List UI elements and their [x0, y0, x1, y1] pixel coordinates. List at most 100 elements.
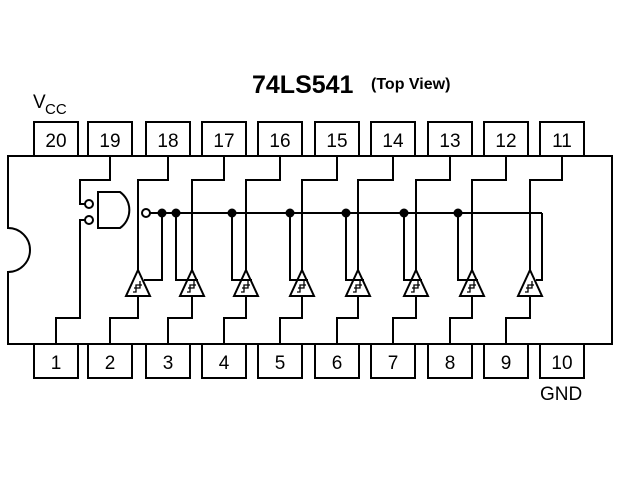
hysteresis-symbol [411, 281, 420, 293]
pin-number: 5 [275, 353, 286, 374]
hysteresis-symbol [467, 281, 476, 293]
pin-box [201, 343, 247, 379]
pin-box [370, 121, 416, 157]
enable-input-bubble-2 [84, 215, 94, 225]
output-trace [529, 156, 563, 270]
chip-view-label: (Top View) [371, 76, 450, 93]
pin-13: 13 [427, 121, 473, 157]
junction-dot [227, 208, 237, 218]
pin-box [257, 343, 303, 379]
pin-number: 15 [326, 131, 347, 152]
pin-18: 18 [145, 121, 191, 157]
pin19-trace [79, 156, 111, 205]
pin-number: 12 [495, 131, 516, 152]
junction-dot [157, 208, 167, 218]
hysteresis-symbol [133, 281, 142, 293]
enable-tap [457, 213, 478, 281]
pin-number: 18 [157, 131, 178, 152]
pin-box [483, 121, 529, 157]
hysteresis-symbol [241, 281, 250, 293]
pin-20: 20 [33, 121, 79, 157]
input-trace [449, 296, 473, 344]
enable-input-bubble-1 [84, 199, 94, 209]
output-trace [301, 156, 338, 270]
pin-box [145, 121, 191, 157]
output-trace [245, 156, 281, 270]
pin-box [539, 343, 585, 379]
pin-9: 9 [483, 343, 529, 379]
junction-dot [341, 208, 351, 218]
pin-number: 2 [105, 353, 116, 374]
buffer-triangle [402, 267, 430, 297]
pin-number: 10 [551, 353, 572, 374]
output-trace [191, 156, 225, 270]
buffer-7 [449, 156, 507, 344]
enable-tap [403, 213, 422, 281]
pin-box [314, 121, 360, 157]
top-pin-row: 20 19 18 17 16 15 14 13 12 11 [33, 121, 585, 157]
output-trace [137, 156, 169, 270]
enable-tap [289, 213, 308, 281]
input-trace [167, 296, 193, 344]
input-trace [223, 296, 247, 344]
hysteresis-symbol [525, 281, 534, 293]
buffer-3 [223, 156, 281, 344]
enable-tap [144, 213, 163, 281]
buffer-triangle [124, 267, 152, 297]
buffer-4 [279, 156, 338, 344]
chip-part-number: 74LS541 [252, 71, 354, 99]
junction-dot [453, 208, 463, 218]
junction-dot [399, 208, 409, 218]
input-trace [505, 296, 531, 344]
output-trace [357, 156, 394, 270]
enable-output-bubble [141, 208, 151, 218]
buffer-triangle [458, 267, 486, 297]
junction-dot [285, 208, 295, 218]
pin-box [201, 121, 247, 157]
pin-number: 19 [99, 131, 120, 152]
pin-box [314, 343, 360, 379]
pin-number: 20 [45, 131, 66, 152]
pin-3: 3 [145, 343, 191, 379]
vcc-label: V CC [33, 92, 67, 118]
output-trace [471, 156, 507, 270]
ic-body [7, 155, 613, 345]
pin-box [33, 121, 79, 157]
gnd-label: GND [540, 384, 582, 405]
pin-11: 11 [539, 121, 585, 157]
pin-1: 1 [33, 343, 79, 379]
pin-number: 16 [269, 131, 290, 152]
buffer-triangle [232, 267, 260, 297]
input-trace [109, 296, 139, 344]
pin-4: 4 [201, 343, 247, 379]
buffer-triangle [288, 267, 316, 297]
pin-8: 8 [427, 343, 473, 379]
output-trace [415, 156, 451, 270]
buffer-1 [109, 156, 169, 344]
pin-number: 17 [213, 131, 234, 152]
pin-box [87, 343, 133, 379]
pin-number: 4 [219, 353, 230, 374]
vcc-label-main: V [33, 92, 46, 113]
enable-tap [345, 213, 364, 281]
pin-box [33, 343, 79, 379]
pin-number: 1 [51, 353, 62, 374]
pin-number: 13 [439, 131, 460, 152]
pin-17: 17 [201, 121, 247, 157]
enable-tap [231, 213, 252, 281]
input-trace [336, 296, 359, 344]
buffer-6 [392, 156, 451, 344]
pin-number: 7 [388, 353, 399, 374]
buffer-triangle [344, 267, 372, 297]
hysteresis-symbol [187, 281, 196, 293]
pin-number: 3 [163, 353, 174, 374]
pin-number: 11 [552, 131, 572, 152]
pin-10: 10 [539, 343, 585, 379]
pin-15: 15 [314, 121, 360, 157]
enable-tap [536, 213, 543, 281]
junction-dot [171, 208, 181, 218]
pin-6: 6 [314, 343, 360, 379]
pin-number: 14 [382, 131, 404, 152]
